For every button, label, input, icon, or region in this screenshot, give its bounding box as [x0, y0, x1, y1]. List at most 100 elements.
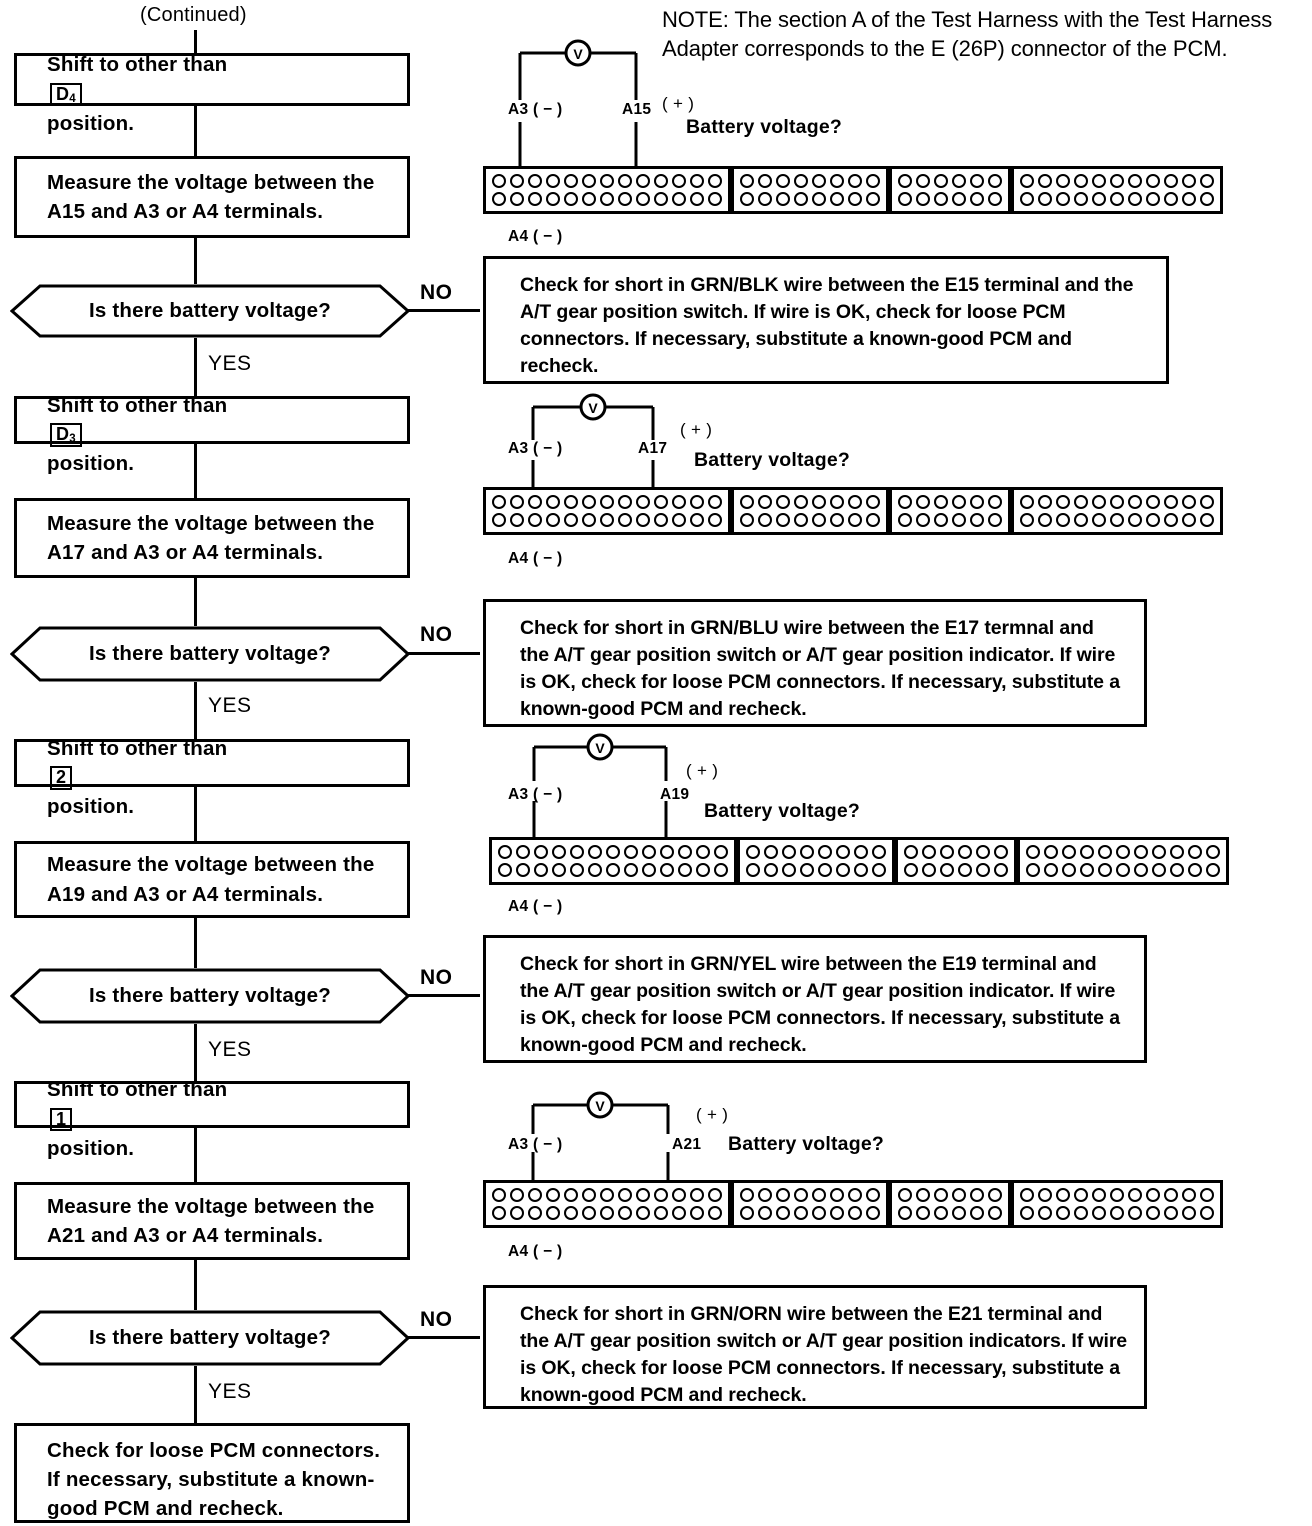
connector-pin: [848, 513, 862, 527]
connector-pin: [818, 845, 832, 859]
connector-pin: [898, 513, 912, 527]
connector-pin: [782, 863, 796, 877]
connector-pin: [606, 845, 620, 859]
connector-pin: [1110, 174, 1124, 188]
connector-pin: [994, 863, 1008, 877]
connector-pin: [690, 192, 704, 206]
connector-block: [731, 166, 889, 214]
connector-pin: [994, 845, 1008, 859]
connector-pin: [690, 1206, 704, 1220]
connector-pin: [564, 495, 578, 509]
connector-pin: [812, 1206, 826, 1220]
probe-negative-label-4: A3 ( − ): [508, 1136, 563, 1153]
connector-pin: [1056, 192, 1070, 206]
connector-pin: [812, 192, 826, 206]
pcm-connector-strip-2: [483, 487, 1223, 535]
connector-pin: [1164, 192, 1178, 206]
battery-voltage-label-3: Battery voltage?: [704, 800, 860, 822]
connector-pin: [510, 174, 524, 188]
connector-pin: [764, 845, 778, 859]
connector-pin: [1038, 1188, 1052, 1202]
connector-pin: [1170, 863, 1184, 877]
connector-block: [483, 1180, 731, 1228]
connector-pin: [582, 1188, 596, 1202]
measure-box-a17: Measure the voltage between the A17 and …: [14, 498, 410, 578]
no-branch-line-3: [408, 994, 480, 997]
connector-pin: [582, 513, 596, 527]
connector-pin: [654, 192, 668, 206]
connector-pin: [642, 845, 656, 859]
connector-pin: [1062, 845, 1076, 859]
connector-pin: [690, 174, 704, 188]
connector-pin: [1044, 845, 1058, 859]
connector-pin: [696, 863, 710, 877]
connector-pin: [940, 863, 954, 877]
connector-pin: [970, 1206, 984, 1220]
connector-pin: [776, 1188, 790, 1202]
connector-pin: [830, 513, 844, 527]
connector-pin: [1128, 495, 1142, 509]
connector-pin: [1182, 1206, 1196, 1220]
battery-voltage-label-1: Battery voltage?: [686, 116, 842, 138]
connector-pin: [1134, 845, 1148, 859]
connector-pin: [588, 845, 602, 859]
connector-pin: [1038, 174, 1052, 188]
connector-pin: [708, 1206, 722, 1220]
connector-pin: [740, 192, 754, 206]
connector-pin: [970, 192, 984, 206]
connector-pin-row: [898, 513, 1002, 527]
connector-pin-row: [904, 863, 1008, 877]
connector-pin: [570, 845, 584, 859]
connector-line: [194, 1128, 197, 1182]
connector-pin: [510, 495, 524, 509]
shift-suffix: position.: [47, 452, 135, 476]
shift-box-d3-text: Shift to other than D3 position.: [47, 362, 227, 478]
connector-pin: [1038, 495, 1052, 509]
shift-prefix: Shift to other than: [47, 53, 228, 77]
connector-pin: [618, 495, 632, 509]
connector-pin: [636, 1206, 650, 1220]
connector-pin: [916, 1206, 930, 1220]
connector-block: [483, 487, 731, 535]
connector-block: [731, 487, 889, 535]
connector-pin: [794, 495, 808, 509]
connector-pin: [546, 192, 560, 206]
decision-battery-voltage-2: Is there battery voltage?: [10, 626, 410, 682]
connector-pin: [898, 174, 912, 188]
connector-pin: [830, 192, 844, 206]
probe-positive-sign-4: ( + ): [696, 1105, 729, 1124]
connector-pin: [1200, 174, 1214, 188]
connector-pin: [952, 192, 966, 206]
connector-line: [194, 30, 197, 56]
connector-pin: [1152, 845, 1166, 859]
connector-pin: [988, 495, 1002, 509]
connector-pin: [534, 845, 548, 859]
connector-pin: [516, 845, 530, 859]
connector-pin: [1074, 174, 1088, 188]
connector-pin: [898, 495, 912, 509]
connector-pin: [1080, 845, 1094, 859]
connector-pin: [708, 174, 722, 188]
decision-battery-voltage-3: Is there battery voltage?: [10, 968, 410, 1024]
connector-pin: [776, 192, 790, 206]
connector-block: [731, 1180, 889, 1228]
connector-pin: [970, 174, 984, 188]
connector-pin: [510, 513, 524, 527]
connector-pin: [740, 174, 754, 188]
connector-pin: [582, 192, 596, 206]
connector-pin: [812, 513, 826, 527]
connector-line: [194, 102, 197, 156]
position-token-1: 1: [50, 1107, 73, 1132]
connector-block: [489, 837, 737, 885]
connector-pin: [618, 513, 632, 527]
connector-pin: [708, 1188, 722, 1202]
connector-pin: [922, 863, 936, 877]
connector-pin: [1092, 513, 1106, 527]
no-action-box-4: Check for short in GRN/ORN wire between …: [483, 1285, 1147, 1409]
connector-pin: [642, 863, 656, 877]
connector-pin: [1164, 174, 1178, 188]
connector-pin: [624, 863, 638, 877]
connector-pin: [564, 513, 578, 527]
connector-pin: [866, 1206, 880, 1220]
connector-line: [194, 1366, 197, 1423]
